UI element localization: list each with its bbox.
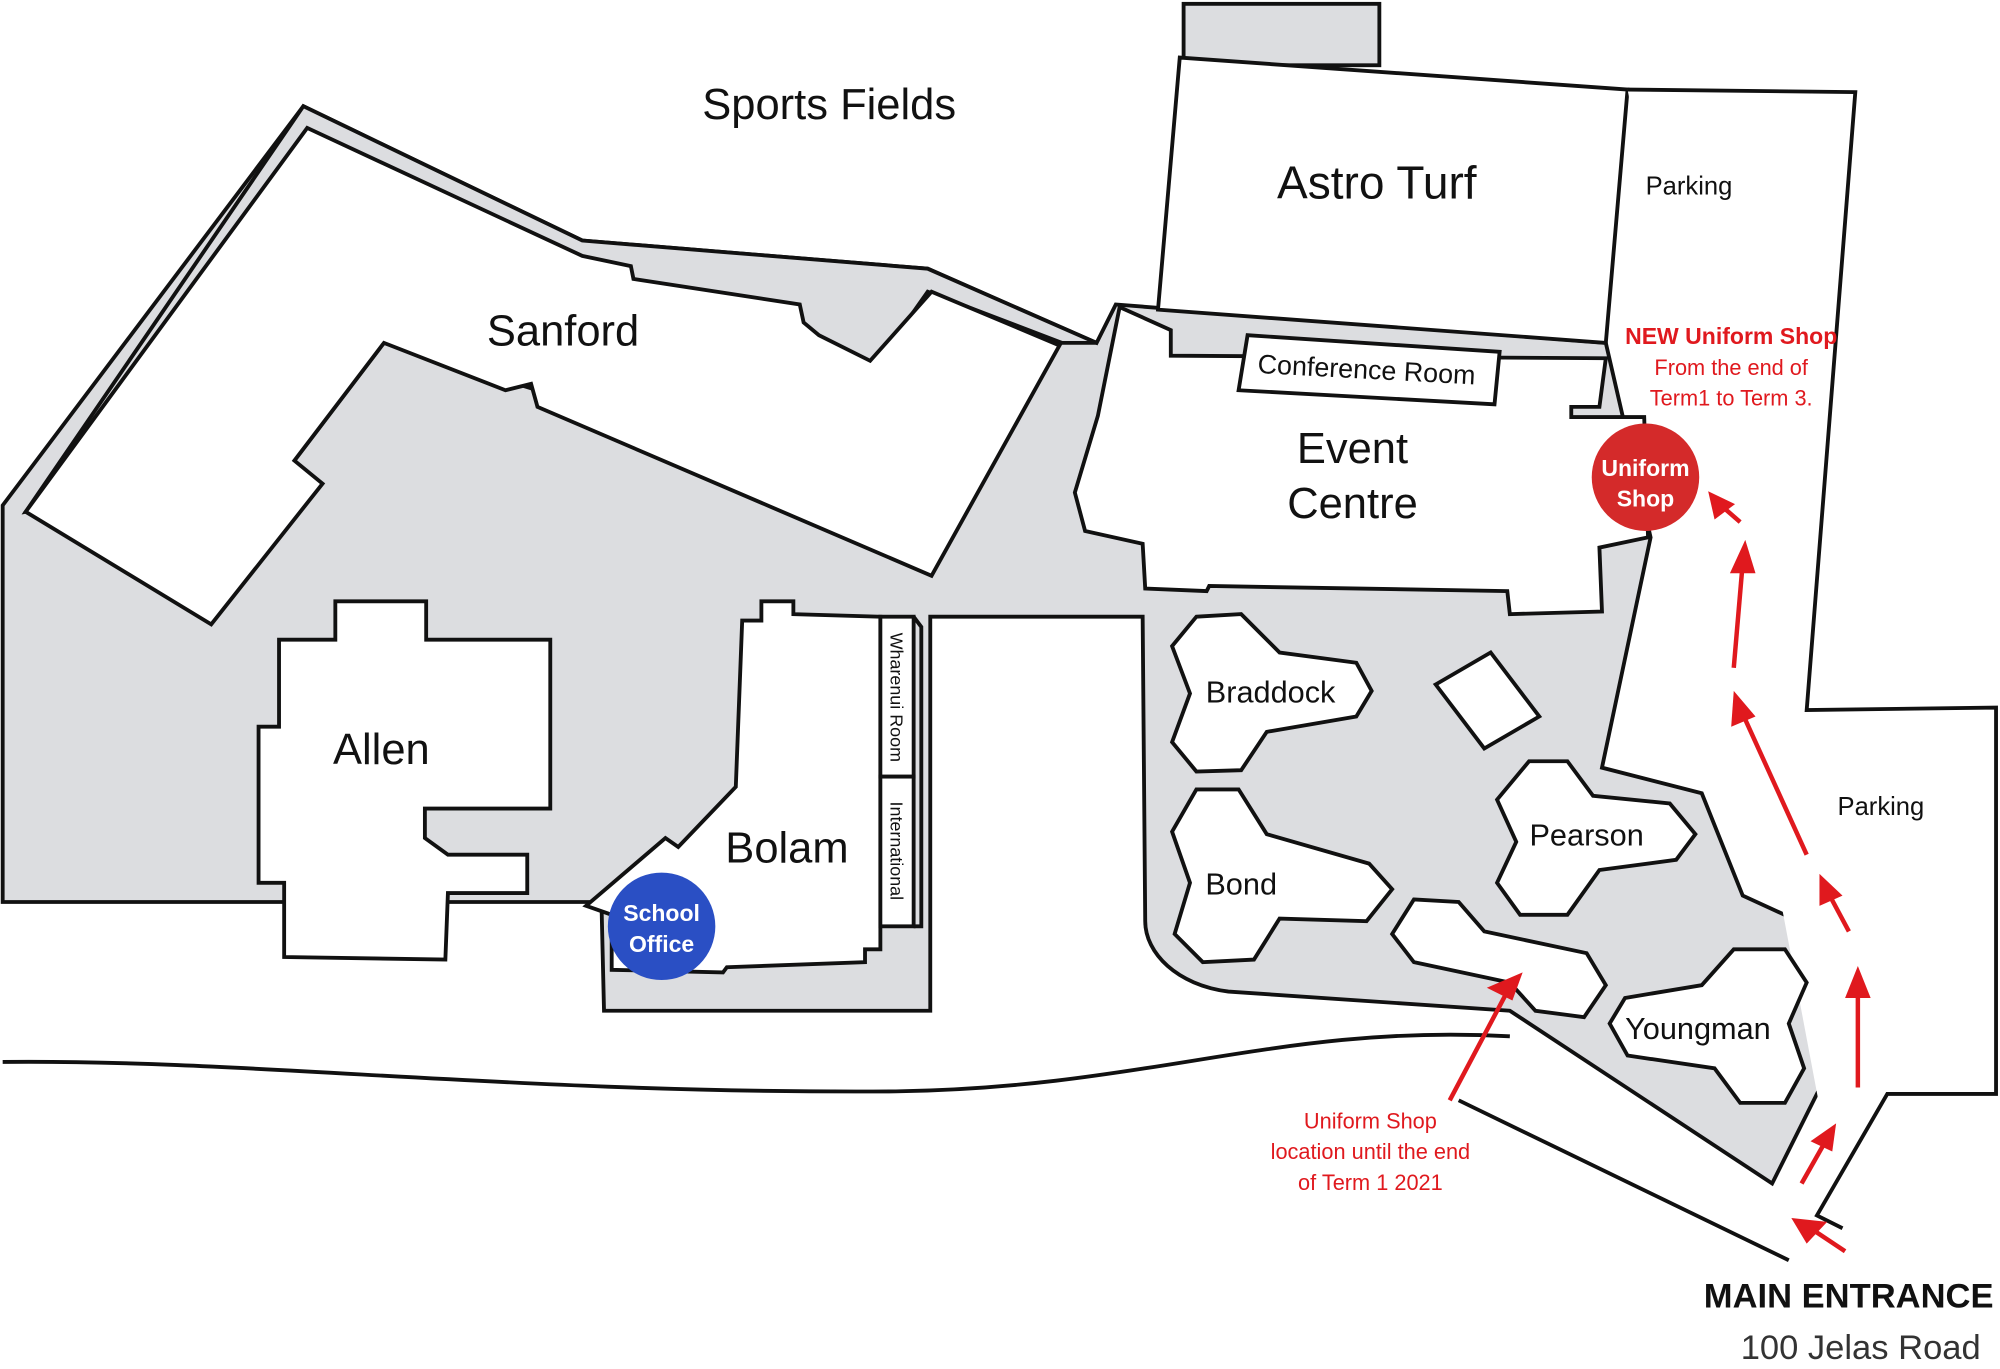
building-allen: [256, 599, 553, 962]
old-uniform-note-line2: location until the end: [1271, 1139, 1471, 1164]
building-international: [878, 774, 916, 929]
label-allen: Allen: [333, 726, 430, 774]
building-youngman: [1607, 947, 1809, 1105]
label-event-centre-line2: Centre: [1287, 480, 1418, 528]
building-conference-room: [1236, 333, 1502, 407]
school-office-marker[interactable]: School Office: [607, 872, 716, 981]
building-astro-turf: [1155, 55, 1630, 345]
school-office-line2: Office: [629, 931, 694, 957]
school-office-line1: School: [623, 900, 700, 926]
label-international: International: [887, 802, 907, 901]
building-pearson: [1494, 759, 1698, 917]
old-uniform-note-line3: of Term 1 2021: [1298, 1170, 1443, 1195]
road-edge-top: [2, 1032, 1510, 1094]
label-bolam: Bolam: [725, 824, 848, 872]
building-event-centre: [1072, 304, 1651, 617]
building-small: [1389, 897, 1609, 1020]
label-parking-right: Parking: [1838, 793, 1925, 821]
parking-area-top: [1627, 87, 1998, 1230]
label-braddock: Braddock: [1206, 674, 1336, 709]
road-edge-bottom: [1457, 1098, 1790, 1262]
uniform-shop-line2: Shop: [1617, 486, 1675, 512]
building-sanford: [22, 125, 1063, 627]
label-astro-turf: Astro Turf: [1277, 156, 1477, 208]
uniform-shop-line1: Uniform: [1601, 455, 1689, 481]
new-uniform-note-line3: Term1 to Term 3.: [1650, 386, 1813, 411]
building-braddock: [1169, 612, 1374, 774]
label-bond: Bond: [1205, 866, 1277, 901]
new-uniform-note-line1: NEW Uniform Shop: [1625, 323, 1837, 349]
building-wharenui-room: [878, 614, 916, 779]
main-entrance-address: 100 Jelas Road: [1741, 1329, 1981, 1367]
uniform-shop-marker[interactable]: Uniform Shop: [1591, 423, 1700, 531]
label-youngman: Youngman: [1625, 1011, 1771, 1046]
main-entrance-title: MAIN ENTRANCE: [1704, 1278, 1994, 1316]
label-event-centre-line1: Event: [1297, 425, 1408, 473]
label-pearson: Pearson: [1529, 818, 1643, 853]
building-bond: [1169, 787, 1395, 965]
label-sanford: Sanford: [487, 307, 639, 355]
label-sports-fields: Sports Fields: [702, 81, 956, 129]
route-arrows: [1447, 491, 1871, 1254]
new-uniform-note-line2: From the end of: [1654, 355, 1808, 380]
building-unnamed: [1432, 650, 1543, 751]
label-parking-top: Parking: [1646, 172, 1733, 200]
astro-turf-strip: [1181, 1, 1382, 68]
old-uniform-note-line1: Uniform Shop: [1304, 1108, 1437, 1133]
label-wharenui-room: Wharenui Room: [887, 633, 907, 762]
